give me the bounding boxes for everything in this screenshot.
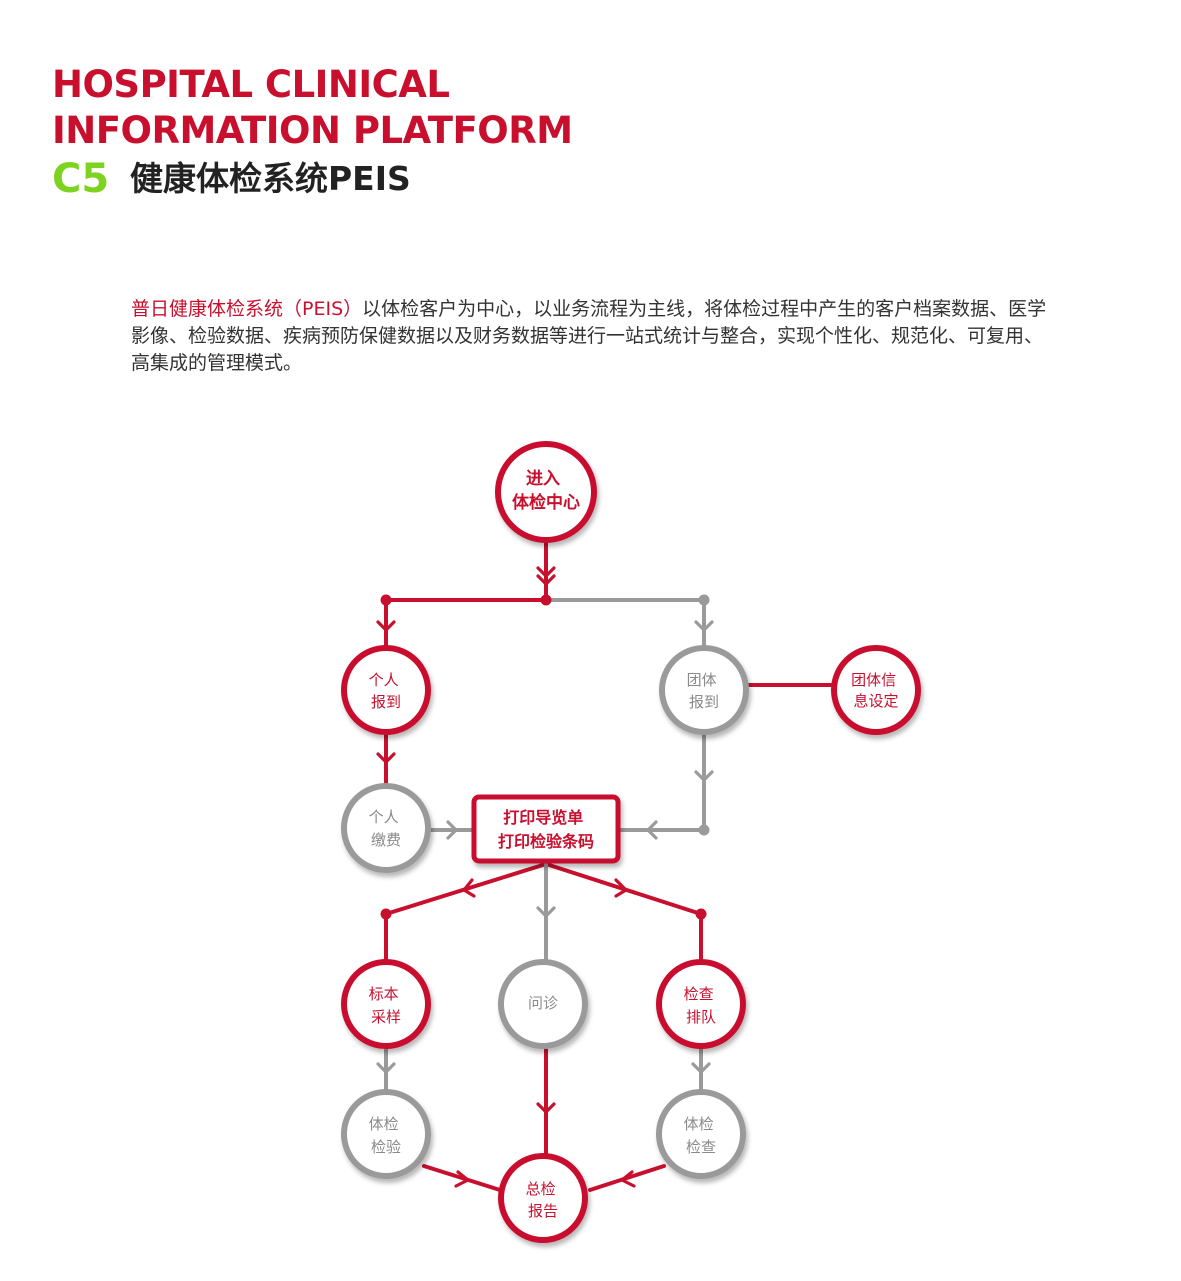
node-sample-label: 标本 采样 <box>369 985 404 1026</box>
node-enter-label: 进入 体检中心 <box>512 469 580 513</box>
junction-dot <box>698 824 710 836</box>
node-consult <box>498 959 588 1049</box>
title-line-1: HOSPITAL CLINICAL <box>52 63 450 106</box>
arrow-down <box>694 770 714 782</box>
junction-dot <box>695 908 707 920</box>
node-personal-checkin <box>341 645 431 735</box>
node-group-setup <box>831 645 921 735</box>
arrow-right <box>614 878 628 898</box>
junction-dot <box>540 594 552 606</box>
node-enter <box>495 441 597 543</box>
arrow-left <box>646 820 658 840</box>
arrow-down <box>694 620 714 632</box>
node-personal-payment-label: 个人 缴费 <box>369 808 404 849</box>
section-title: 健康体检系统PEIS <box>130 159 411 198</box>
title-line-2: INFORMATION PLATFORM <box>52 109 573 152</box>
junction-dot <box>698 594 710 606</box>
arrow-down <box>536 566 556 578</box>
intro-text: 以体检客户为中心，以业务流程为主线，将体检过程中产生的客户档案数据、医学影像、检… <box>131 298 1047 374</box>
node-group-checkin-label: 团体 报到 <box>687 671 722 711</box>
node-print <box>471 794 621 864</box>
arrow-left <box>620 1170 636 1188</box>
arrow-left <box>462 878 476 898</box>
node-exam <box>656 1089 746 1179</box>
arrow-right <box>454 1170 470 1188</box>
arrow-right <box>446 820 458 840</box>
node-report-label: 总检 报告 <box>526 1180 561 1220</box>
connectors <box>384 538 834 1192</box>
arrow-down <box>536 906 556 918</box>
arrow-down <box>691 1062 711 1074</box>
node-personal-checkin-label: 个人 报到 <box>369 671 404 711</box>
intro-paragraph: 普日健康体检系统（PEIS）以体检客户为中心，以业务流程为主线，将体检过程中产生… <box>131 296 1061 377</box>
connector-lab-report <box>422 1164 502 1192</box>
arrowheads <box>376 566 714 1188</box>
node-lab <box>341 1089 431 1179</box>
section-code: C5 <box>52 156 110 202</box>
node-report <box>498 1153 588 1243</box>
node-queue <box>656 959 746 1049</box>
junction-dot <box>380 908 392 920</box>
node-lab-label: 体检 检验 <box>369 1115 404 1156</box>
node-consult-label: 问诊 <box>528 994 558 1012</box>
node-personal-payment <box>341 783 431 873</box>
node-group-setup-label: 团体信 息设定 <box>851 671 901 710</box>
intro-highlight: 普日健康体检系统（PEIS） <box>131 298 363 320</box>
junction-dot <box>380 594 392 606</box>
arrow-down <box>376 620 396 632</box>
node-sample <box>341 959 431 1049</box>
node-group-checkin <box>659 645 749 735</box>
node-queue-label: 检查 排队 <box>684 985 719 1026</box>
node-exam-label: 体检 检查 <box>684 1115 719 1156</box>
arrow-down <box>376 752 396 764</box>
arrow-down <box>536 1102 556 1114</box>
arrow-down <box>536 574 556 586</box>
arrow-down <box>376 1062 396 1074</box>
junctions <box>380 594 710 920</box>
node-print-label: 打印导览单 打印检验条码 <box>498 808 594 851</box>
